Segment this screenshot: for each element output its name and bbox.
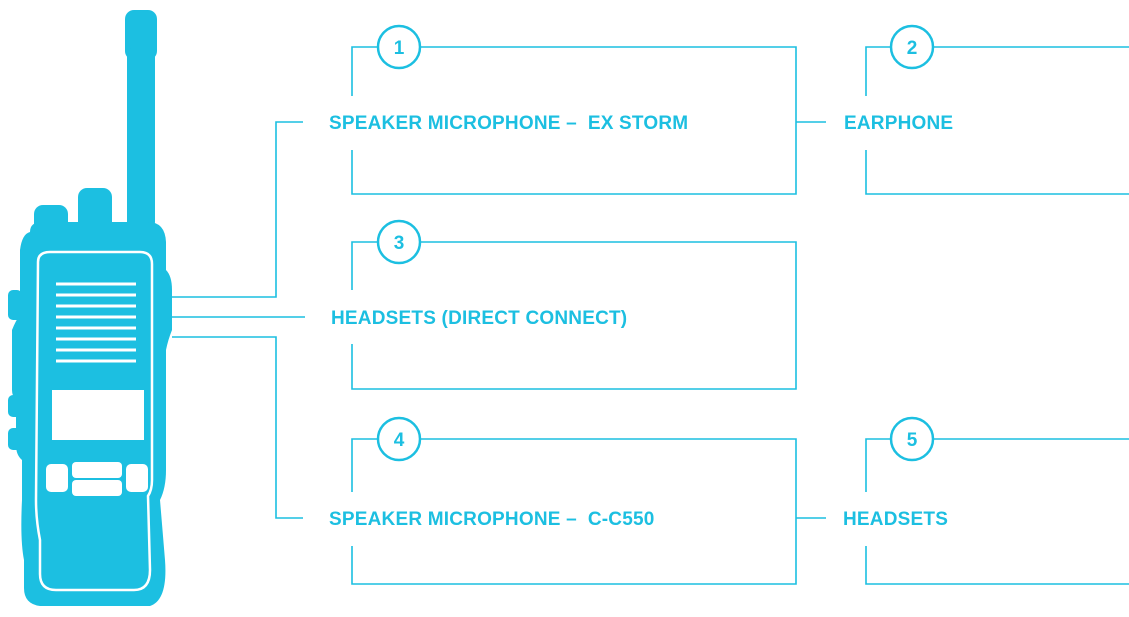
badge-3: 3 [376, 219, 422, 265]
antenna-tip [125, 10, 157, 60]
connector-lines [172, 121, 826, 519]
ptt-button [8, 290, 22, 320]
accessory-label-5: HEADSETS [843, 509, 948, 530]
display-screen [52, 390, 144, 440]
front-panel [34, 250, 154, 592]
keypad-button [72, 480, 122, 496]
accessory-box-4 [351, 438, 797, 585]
accessory-label-2: EARPHONE [844, 113, 953, 134]
side-button [8, 395, 22, 417]
badge-circle [889, 416, 935, 462]
badge-number-5: 5 [907, 430, 918, 451]
badge-number-1: 1 [394, 38, 405, 59]
badge-1: 1 [376, 24, 422, 70]
accessory-labels: SPEAKER MICROPHONE – EX STORM EARPHONE H… [329, 113, 953, 530]
badge-2: 2 [889, 24, 935, 70]
accessory-label-4: SPEAKER MICROPHONE – C-C550 [329, 509, 655, 530]
number-badges: 1 2 3 4 5 [376, 24, 935, 462]
badge-4: 4 [376, 416, 422, 462]
accessory-box-1 [351, 46, 797, 195]
keypad-button [126, 464, 148, 492]
connector-line [172, 336, 303, 519]
accessory-box-2 [865, 46, 1129, 195]
accessory-boxes [351, 46, 1129, 585]
side-button [8, 428, 22, 450]
two-way-radio-icon [8, 10, 172, 606]
badge-number-2: 2 [907, 38, 918, 59]
speaker-grille [56, 282, 136, 363]
badge-circle [376, 219, 422, 265]
badge-5: 5 [889, 416, 935, 462]
badge-number-3: 3 [394, 233, 405, 254]
badge-circle [889, 24, 935, 70]
badge-circle [376, 24, 422, 70]
keypad-button [72, 462, 122, 478]
antenna [127, 48, 155, 228]
accessory-box-3 [351, 241, 797, 390]
accessory-label-3: HEADSETS (DIRECT CONNECT) [331, 308, 627, 329]
accessory-label-1: SPEAKER MICROPHONE – EX STORM [329, 113, 688, 134]
badge-number-4: 4 [394, 430, 405, 451]
accessory-box-5 [865, 438, 1129, 585]
keypad-button [46, 464, 68, 492]
badge-circle [376, 416, 422, 462]
connector-line [172, 121, 303, 298]
